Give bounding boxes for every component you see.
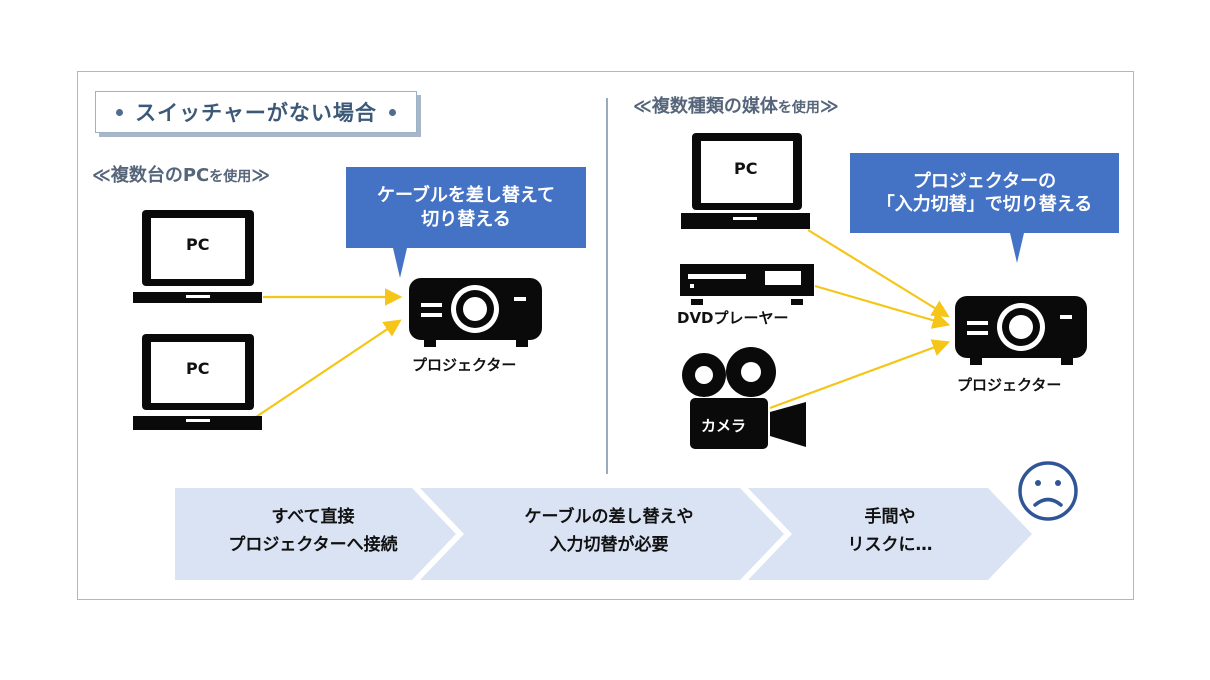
flow-step-1 [175, 488, 456, 580]
projector-icon-right [955, 296, 1087, 365]
laptop-icon-1 [133, 210, 262, 303]
dvd-player-icon [680, 264, 814, 305]
arrow-dvd-to-projector [814, 284, 951, 329]
flow-step-3-text: 手間や リスクに… [810, 503, 970, 559]
projector-icon-left [409, 278, 542, 347]
right-callout: プロジェクターの 「入力切替」で切り替える [850, 153, 1119, 263]
video-camera-icon [682, 347, 806, 449]
laptop-icon-2 [133, 334, 262, 430]
right-heading-end: ≫ [819, 96, 839, 117]
left-callout-line2: 切り替える [421, 208, 511, 230]
section-divider [606, 98, 608, 474]
left-heading-end: ≫ [251, 165, 271, 186]
arrow-camera-to-projector [769, 339, 951, 410]
dvd-label: DVDプレーヤー [677, 309, 789, 327]
right-heading-main: ≪複数種類の媒体 [633, 96, 778, 117]
title-dot-right [388, 108, 396, 116]
title-dot-left [116, 108, 124, 116]
flow-step-1-line1: すべて直接 [271, 507, 355, 527]
left-callout-line1: ケーブルを差し替えて [376, 185, 556, 207]
right-section-heading: ≪複数種類の媒体を使用≫ [633, 92, 839, 118]
right-projector-label: プロジェクター [957, 376, 1062, 394]
flow-step-2-line2: 入力切替が必要 [549, 535, 669, 556]
flow-chevrons [175, 488, 1032, 580]
right-heading-small: を使用 [777, 100, 820, 116]
left-pc2-label: PC [186, 359, 210, 378]
flow-step-3-line2: リスクに… [847, 535, 933, 556]
flow-step-3-line1: 手間や [864, 507, 916, 527]
diagram-frame [77, 71, 1134, 600]
left-section-heading: ≪複数台のPCを使用≫ [92, 161, 270, 187]
right-callout-line1: プロジェクターの [912, 170, 1057, 192]
sad-face-icon [1018, 461, 1078, 521]
flow-step-2 [420, 488, 784, 580]
flow-step-2-line1: ケーブルの差し替えや [524, 507, 694, 527]
diagram-title: スイッチャーがない場合 [135, 101, 377, 125]
left-heading-small: を使用 [209, 169, 252, 185]
left-callout-tail [393, 248, 407, 278]
flow-step-1-text: すべて直接 プロジェクターへ接続 [188, 503, 438, 559]
left-callout: ケーブルを差し替えて 切り替える [346, 167, 586, 278]
arrow-pc-to-projector [807, 229, 950, 318]
arrow-pc2-to-projector [252, 319, 402, 420]
left-heading-main: ≪複数台のPC [92, 165, 210, 186]
left-pc1-label: PC [186, 235, 210, 254]
flow-step-1-line2: プロジェクターへ接続 [228, 535, 398, 556]
title-box: スイッチャーがない場合 [95, 91, 417, 133]
camera-label: カメラ [701, 417, 747, 435]
left-projector-label: プロジェクター [412, 356, 517, 374]
right-pc-label: PC [734, 159, 758, 178]
right-callout-tail [1010, 233, 1024, 263]
flow-step-3 [748, 488, 1032, 580]
flow-step-2-text: ケーブルの差し替えや 入力切替が必要 [474, 503, 744, 559]
laptop-icon-right [681, 133, 810, 229]
right-callout-line2: 「入力切替」で切り替える [876, 194, 1093, 215]
